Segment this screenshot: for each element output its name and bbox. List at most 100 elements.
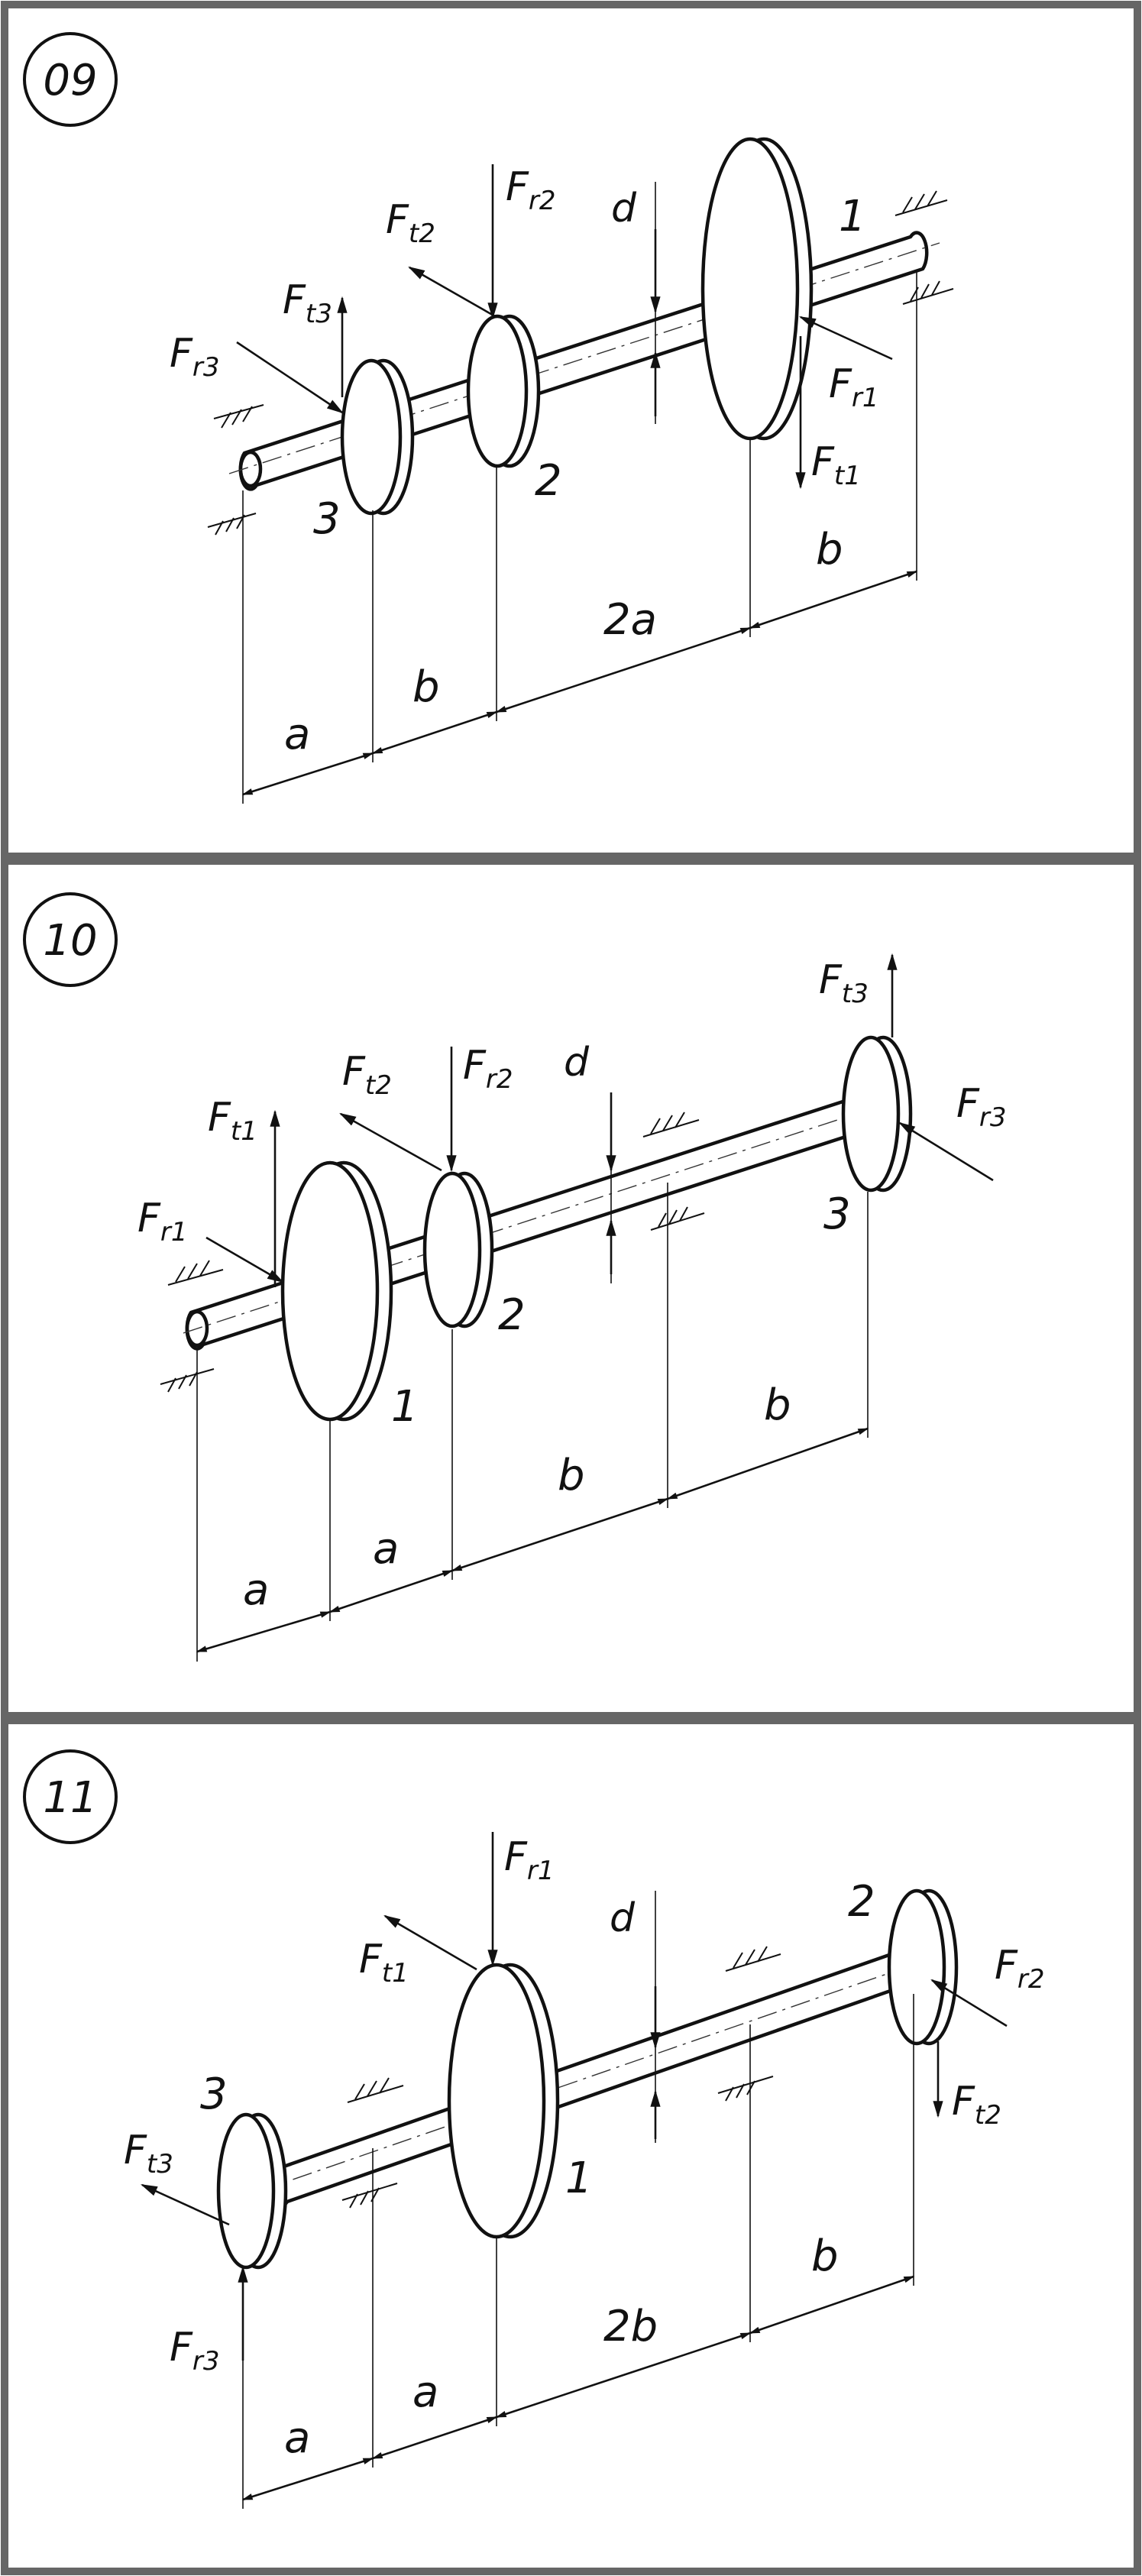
- label-ft3: Ft3: [124, 2128, 173, 2180]
- label-ft1: Ft1: [208, 1095, 257, 1147]
- label-fr1: Fr1: [137, 1196, 188, 1248]
- dim-label-a-second: a: [412, 2367, 438, 2417]
- gear-3: [340, 358, 415, 516]
- dimension-lines: [241, 570, 918, 796]
- gear-1: [700, 137, 814, 441]
- svg-text:Fr3: Fr3: [956, 1081, 1007, 1133]
- bearing-support-right-top: [725, 1946, 781, 1972]
- force-arrow-ft1: [383, 1914, 477, 1971]
- force-arrow-fr2: [930, 1979, 1008, 2027]
- gear-label-2: 2: [535, 456, 562, 506]
- bearing-support-right-bottom: [902, 280, 954, 305]
- label-fr3: Fr3: [956, 1081, 1007, 1133]
- force-arrow-fr1: [205, 1236, 284, 1283]
- label-fr3: Fr3: [170, 2325, 220, 2377]
- force-arrow-ft2: [339, 1112, 442, 1172]
- svg-text:Fr2: Fr2: [995, 1943, 1045, 1995]
- dim-label-a: a: [284, 2413, 310, 2463]
- bearing-support-mid-bottom: [650, 1206, 705, 1231]
- label-ft1: Ft1: [811, 439, 861, 491]
- diameter-label: d: [610, 1895, 636, 1941]
- label-fr2: Fr2: [506, 164, 556, 216]
- dim-label-b-right: b: [811, 2231, 839, 2281]
- gear-label-1: 1: [565, 2154, 593, 2203]
- gear-label-1: 1: [391, 1382, 419, 1432]
- panel-10: 10: [1, 857, 1141, 1720]
- label-fr2: Fr2: [995, 1943, 1045, 1995]
- bearing-support-mid-top: [642, 1112, 700, 1138]
- label-ft2: Ft2: [386, 197, 435, 249]
- panel-number: 09: [43, 56, 97, 105]
- label-ft3: Ft3: [283, 277, 332, 329]
- panel-11: 11: [1, 1717, 1141, 2575]
- gear-label-3: 3: [200, 2070, 228, 2119]
- panel-number-badge: 10: [23, 892, 118, 987]
- dim-label-b-right: b: [764, 1380, 791, 1430]
- gear-label-2: 2: [848, 1877, 875, 1927]
- gear-3: [841, 1035, 913, 1193]
- panel-09: 09: [1, 1, 1141, 860]
- label-fr2: Fr2: [463, 1043, 513, 1095]
- gear-label-3: 3: [313, 494, 341, 544]
- dim-label-a: a: [243, 1565, 269, 1615]
- gear-label-2: 2: [498, 1290, 526, 1340]
- dim-label-b: b: [412, 662, 440, 712]
- svg-text:Fr1: Fr1: [137, 1196, 188, 1248]
- gear-3: [216, 2112, 288, 2270]
- label-ft2: Ft2: [952, 2079, 1001, 2131]
- svg-text:Ft1: Ft1: [208, 1095, 257, 1147]
- gear-1: [447, 1963, 560, 2239]
- bearing-support-left-top: [167, 1260, 224, 1286]
- panel-frame: [1, 1, 1141, 860]
- svg-text:Fr2: Fr2: [463, 1043, 513, 1095]
- panel-number-badge: 09: [23, 32, 118, 127]
- dim-label-a: a: [284, 710, 310, 759]
- gear-2: [422, 1171, 494, 1328]
- dim-label-2b: 2b: [603, 2302, 658, 2351]
- force-arrow-fr3: [898, 1121, 994, 1182]
- panel-number: 11: [43, 1773, 97, 1823]
- dim-label-a-second: a: [373, 1524, 399, 1574]
- panel-frame: [1, 1717, 1141, 2575]
- label-fr3: Fr3: [170, 331, 220, 383]
- svg-text:Ft3: Ft3: [283, 277, 332, 329]
- svg-text:Fr1: Fr1: [504, 1834, 555, 1886]
- svg-text:Fr1: Fr1: [829, 361, 879, 413]
- bearing-support-left-bottom: [207, 513, 257, 536]
- dimension-lines: [196, 1427, 869, 1653]
- svg-text:Ft3: Ft3: [819, 957, 869, 1009]
- bearing-support-left-bottom: [341, 2183, 398, 2209]
- panel-number-badge: 11: [23, 1749, 118, 1844]
- force-arrow-ft2: [408, 266, 496, 318]
- svg-text:Fr2: Fr2: [506, 164, 556, 216]
- dim-label-2a: 2a: [603, 595, 657, 645]
- bearing-support-left-bottom: [160, 1368, 215, 1393]
- force-arrow-fr1: [799, 316, 893, 361]
- gear-label-3: 3: [823, 1189, 851, 1239]
- diameter-label: d: [564, 1040, 590, 1086]
- shaft: [259, 1943, 940, 2208]
- force-arrow-ft3: [140, 2183, 230, 2226]
- label-ft2: Ft2: [342, 1049, 392, 1101]
- bearing-support-right-bottom: [717, 2076, 774, 2102]
- gear-2: [466, 314, 541, 468]
- panel-frame: [1, 857, 1141, 1720]
- gear-label-1: 1: [839, 192, 866, 241]
- panel-number: 10: [43, 916, 97, 966]
- label-ft1: Ft1: [359, 1937, 409, 1989]
- svg-text:Fr3: Fr3: [170, 2325, 220, 2377]
- label-fr1: Fr1: [504, 1834, 555, 1886]
- dim-label-b: b: [558, 1451, 585, 1500]
- force-arrow-fr3: [236, 341, 344, 414]
- svg-text:Ft1: Ft1: [811, 439, 861, 491]
- svg-text:Ft1: Ft1: [359, 1937, 409, 1989]
- bearing-support-right-top: [895, 190, 948, 216]
- bearing-support-left-top: [213, 404, 264, 429]
- svg-text:Ft2: Ft2: [386, 197, 435, 249]
- bearing-support-left-top: [347, 2077, 404, 2103]
- dim-label-b-right: b: [816, 525, 843, 574]
- svg-text:Ft2: Ft2: [342, 1049, 392, 1101]
- svg-text:Ft3: Ft3: [124, 2128, 173, 2180]
- diameter-label: d: [611, 186, 637, 231]
- svg-text:Fr3: Fr3: [170, 331, 220, 383]
